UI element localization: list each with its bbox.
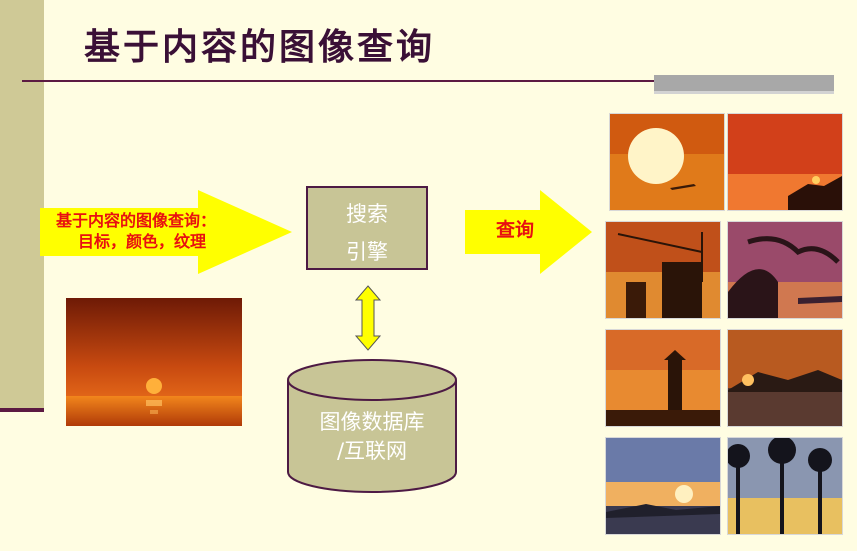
database-label-line2: /互联网: [336, 439, 408, 463]
database-label: 图像数据库 /互联网: [288, 408, 456, 466]
title-decor-bar: [654, 75, 834, 91]
query-input-label: 基于内容的图像查询： 目标，颜色，纹理: [56, 210, 216, 252]
query-input-arrow: [40, 190, 292, 274]
search-engine-label-line1: 搜索: [346, 202, 388, 226]
result-thumbnail: [728, 438, 842, 534]
result-thumbnail: [606, 330, 720, 426]
result-thumbnail: [728, 222, 842, 318]
database-label-line1: 图像数据库: [319, 410, 425, 434]
database-cylinder: [287, 359, 457, 493]
title-decor-bar-shade: [654, 91, 834, 94]
slide-title: 基于内容的图像查询: [84, 26, 436, 68]
search-engine-box: 搜索 引擎: [306, 186, 428, 270]
result-thumbnail: [606, 438, 720, 534]
query-input-label-line2: 目标，颜色，纹理: [78, 232, 207, 251]
result-thumbnail: [728, 114, 842, 210]
query-example-image: [66, 298, 242, 426]
engine-database-double-arrow: [354, 285, 382, 351]
query-output-arrow: [465, 190, 592, 274]
result-thumbnail: [610, 114, 724, 210]
left-accent-underline: [0, 408, 44, 412]
query-input-label-line1: 基于内容的图像查询：: [56, 211, 217, 230]
title-divider: [22, 80, 834, 82]
result-thumbnail: [606, 222, 720, 318]
result-thumbnail: [728, 330, 842, 426]
query-output-label: 查询: [496, 219, 535, 241]
search-engine-label-line2: 引擎: [346, 240, 388, 264]
left-accent-bar: [0, 0, 44, 410]
